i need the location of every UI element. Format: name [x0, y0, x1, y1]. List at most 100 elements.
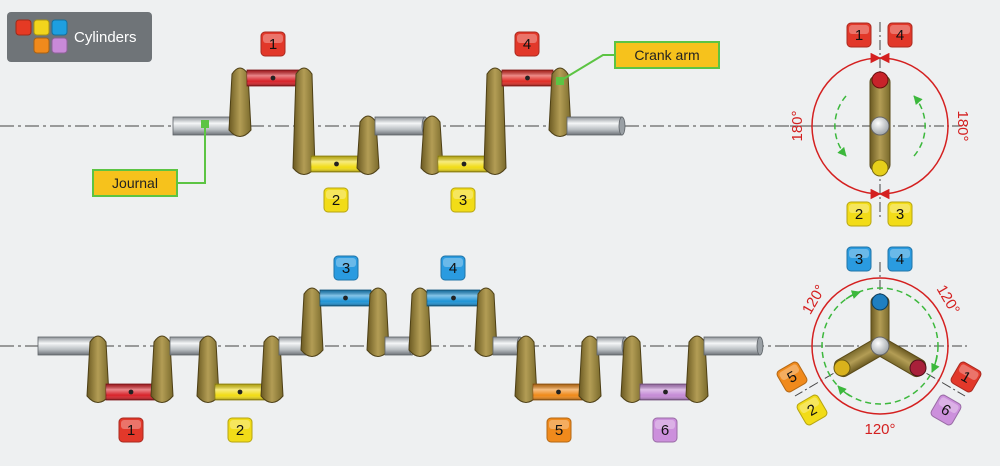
top-rotation-arrow-left: [834, 95, 847, 157]
top-phase-label-1-number: 1: [855, 27, 863, 44]
top-pin-label-1: 1: [260, 31, 286, 57]
bottom-phase-label-4-number: 4: [896, 251, 904, 268]
bottom-web-2-body: [150, 335, 174, 403]
bottom-pin-label-5: 5: [546, 417, 572, 443]
top-rotation-arrow-right: [913, 95, 926, 157]
top-pin-label-3-number: 3: [459, 192, 467, 209]
journal-callout-marker: [201, 120, 209, 128]
legend-swatch: [15, 19, 32, 36]
top-web-1-body: [228, 67, 252, 137]
top-pin-label-4-background: [514, 31, 540, 57]
top-phase-pin-2-3: [871, 159, 889, 177]
bottom-crankpin-4: [426, 289, 481, 307]
bottom-pin-label-5-number: 5: [555, 422, 563, 439]
bottom-phase-pin-3-4: [871, 293, 889, 311]
bottom-crankpin-3: [319, 289, 372, 307]
top-crankpin-2: [310, 155, 363, 173]
bottom-pin-label-4-number: 4: [449, 260, 457, 277]
crank-arm-callout: Crank arm: [556, 41, 720, 85]
top-pin-label-2-gloss: [326, 190, 346, 199]
bottom-pin-label-1-number: 1: [127, 422, 135, 439]
top-journal-rear: [566, 116, 626, 136]
top-pin-label-1-number: 1: [269, 36, 277, 53]
bottom-crankpin-6-oil-hole: [663, 389, 668, 395]
bottom-phase-angle-left: 120°: [799, 282, 829, 317]
bottom-phase-label-6: 6: [930, 394, 962, 426]
top-crankshaft: [172, 67, 626, 175]
top-web-5: [483, 67, 507, 175]
bottom-phase-label-1: 1: [950, 361, 982, 393]
top-crankpin-3-oil-hole: [461, 161, 467, 167]
bottom-crankpin-4-oil-hole: [451, 295, 456, 301]
top-web-3: [356, 115, 380, 175]
top-phase-right-arc: [878, 52, 949, 200]
bottom-journal-7-body: [703, 336, 761, 356]
bottom-journal-5-body: [492, 336, 521, 356]
top-phase-label-4-background: [887, 22, 913, 48]
bottom-crankpin-2: [214, 383, 266, 401]
top-phase-angle-left: 180°: [789, 110, 806, 141]
bottom-web-4-body: [260, 335, 284, 403]
top-phase-label-1-background: [846, 22, 872, 48]
bottom-crankpin-5: [532, 383, 585, 401]
crank-arm-callout-label: Crank arm: [634, 47, 699, 63]
top-phase-label-3-number: 3: [896, 206, 904, 223]
bottom-phase-label-3: 3: [846, 246, 872, 272]
cylinders-legend: Cylinders: [7, 12, 152, 62]
bottom-phase-label-4-gloss: [890, 249, 910, 258]
top-crankpin-2-oil-hole: [334, 161, 339, 167]
bottom-pin-label-3: 3: [333, 255, 359, 281]
top-phase-label-3: 3: [887, 201, 913, 227]
bottom-phase-hub: [870, 336, 890, 356]
bottom-pin-label-1-gloss: [121, 420, 141, 429]
bottom-web-7: [408, 287, 432, 357]
journal-callout: Journal: [92, 120, 209, 197]
bottom-web-12: [685, 335, 709, 403]
bottom-web-7-body: [408, 287, 432, 357]
bottom-journal-7-end: [756, 336, 764, 356]
top-crankpin-4-oil-hole: [525, 75, 530, 81]
bottom-phase-crank-arms: [833, 293, 927, 378]
bottom-pin-label-6-gloss: [655, 420, 675, 429]
crank-arm-callout-line: [559, 54, 615, 82]
bottom-phase-label-4: 4: [887, 246, 913, 272]
top-pin-label-4-gloss: [517, 34, 537, 43]
journal-callout-label: Journal: [112, 175, 158, 191]
bottom-crankpin-6: [639, 383, 692, 401]
bottom-pin-badges: 1 2 3 4 5 6: [118, 255, 678, 443]
bottom-phase-label-2-background: [796, 394, 828, 426]
top-pin-label-3-background: [450, 187, 476, 213]
top-pin-label-3-gloss: [453, 190, 473, 199]
top-pin-label-2-background: [323, 187, 349, 213]
top-phase-angle-right: 180°: [954, 110, 971, 141]
bottom-web-5: [300, 287, 324, 357]
bottom-phase-angle-right: 120°: [933, 282, 963, 317]
bottom-web-10-body: [578, 335, 602, 403]
bottom-pin-label-2-number: 2: [236, 422, 244, 439]
top-phase-label-3-background: [887, 201, 913, 227]
top-web-1: [228, 67, 252, 137]
top-phase-hub: [870, 116, 890, 136]
legend-label: Cylinders: [74, 29, 137, 46]
bottom-journal-6-body: [596, 336, 626, 356]
bottom-web-12-body: [685, 335, 709, 403]
top-phase-label-2-gloss: [849, 204, 869, 213]
bottom-phase-label-1-gloss: [958, 364, 979, 381]
bottom-rotation-arrow-1: [845, 290, 861, 300]
bottom-pin-label-6-number: 6: [661, 422, 669, 439]
bottom-rotation-arrow-3: [837, 385, 851, 397]
top-crankpin-1-oil-hole: [270, 75, 276, 81]
top-pin-label-1-gloss: [263, 34, 283, 43]
journal-callout-line: [178, 124, 206, 184]
top-pin-label-1-background: [260, 31, 286, 57]
bottom-phase-angle-bottom: 120°: [864, 421, 895, 438]
top-phase-label-1: 1: [846, 22, 872, 48]
top-web-5-body: [483, 67, 507, 175]
legend-swatch: [33, 37, 50, 54]
